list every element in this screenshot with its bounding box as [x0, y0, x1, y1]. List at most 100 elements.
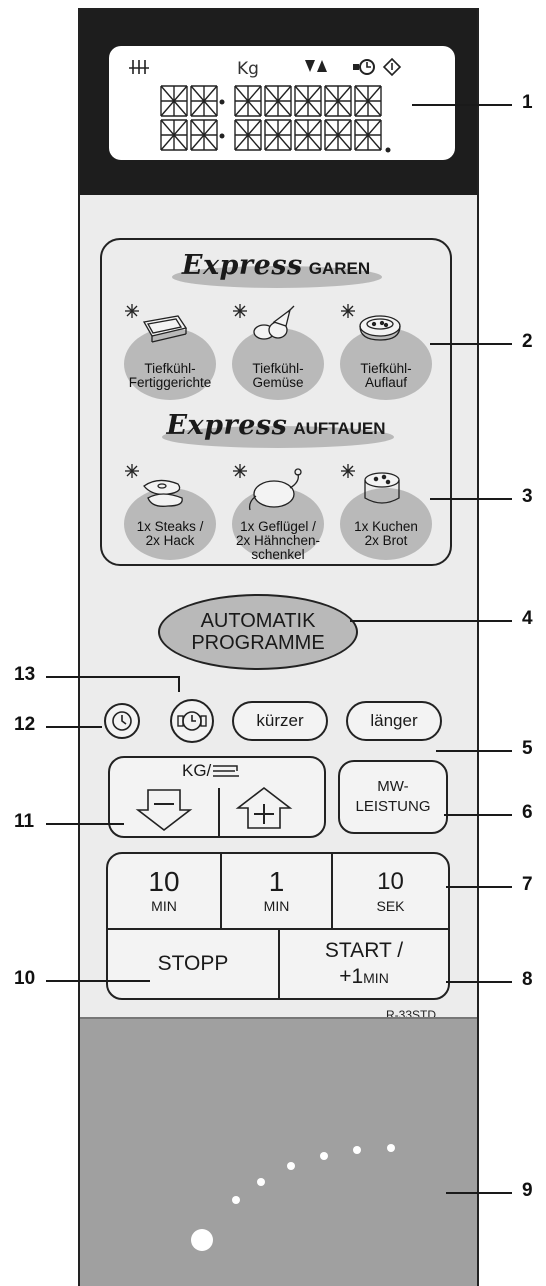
lcd-digit [190, 85, 218, 117]
dial-dot [191, 1229, 213, 1251]
callout-8: 8 [522, 969, 533, 990]
lcd-colon-dot [219, 133, 225, 139]
callout-12: 12 [14, 714, 36, 735]
callout-line-11 [46, 823, 124, 825]
lcd-colon-dot [219, 99, 225, 105]
dial-dot [320, 1152, 328, 1160]
callout-line-13 [46, 676, 178, 678]
callout-line-7 [446, 886, 512, 888]
callout-line-9 [446, 1192, 512, 1194]
kuerzer-button[interactable]: kürzer [232, 701, 328, 741]
dial-dot [353, 1146, 361, 1154]
lcd-digit [354, 85, 382, 117]
start-button[interactable]: START / +1MIN [324, 938, 404, 988]
stopp-button[interactable]: STOPP [157, 952, 229, 975]
callout-line-2 [430, 343, 512, 345]
callout-11: 11 [14, 811, 35, 832]
lcd-digit [294, 85, 322, 117]
mw-leistung-button[interactable]: MW- LEISTUNG [338, 760, 448, 834]
tiefkuehl-fertiggerichte-label: Tiefkühl- Fertiggerichte [128, 361, 212, 390]
segment-digits [160, 85, 391, 153]
auftauen-title-underlay [162, 426, 394, 448]
tiefkuehl-gemuese-button[interactable] [232, 328, 324, 400]
clock-button[interactable] [104, 703, 140, 739]
weight-up-button[interactable] [234, 784, 294, 832]
ten-sek-button[interactable]: 10 SEK [376, 868, 405, 914]
dial-dot [232, 1196, 240, 1204]
callout-3: 3 [522, 486, 533, 507]
callout-6: 6 [522, 802, 533, 823]
callout-line-5 [436, 750, 512, 752]
lock-icon [382, 57, 402, 77]
lcd-digit [234, 119, 262, 151]
dial-dot [387, 1144, 395, 1152]
lcd-display: Kg [109, 46, 455, 160]
weight-arrows-icon [305, 60, 327, 72]
tiefkuehl-fertiggerichte-button[interactable] [124, 328, 216, 400]
tiefkuehl-gemuese-label: Tiefkühl- Gemüse [252, 361, 304, 390]
lcd-digit [264, 85, 292, 117]
callout-line-13-drop [178, 676, 180, 692]
frozen-ready-meal-icon [125, 304, 188, 343]
tiefkuehl-auflauf-label: Tiefkühl- Auflauf [360, 361, 412, 390]
callout-13: 13 [14, 664, 36, 685]
lcd-digit [324, 85, 352, 117]
dial-dot [287, 1162, 295, 1170]
dial-area[interactable] [80, 1017, 477, 1286]
lcd-digit [354, 119, 382, 151]
callout-9: 9 [522, 1180, 533, 1201]
lcd-decimal-dot [385, 147, 391, 153]
keypad-divider [278, 928, 280, 998]
portion-icon [213, 765, 240, 777]
kuchen-brot-label: 1x Kuchen 2x Brot [354, 519, 418, 548]
one-min-button[interactable]: 1 MIN [263, 866, 290, 915]
callout-2: 2 [522, 331, 533, 352]
cake-icon [341, 464, 400, 504]
callout-line-6 [444, 814, 512, 816]
timer-button[interactable] [170, 699, 214, 743]
frozen-vegetables-icon [233, 304, 295, 340]
automatik-programme-button[interactable]: AUTOMATIK PROGRAMME [158, 594, 358, 670]
callout-line-8 [446, 981, 512, 983]
keypad-divider [331, 854, 333, 928]
steaks-hack-label: 1x Steaks / 2x Hack [136, 519, 204, 548]
display-area: Kg [80, 10, 477, 195]
kuchen-brot-button[interactable] [340, 488, 432, 560]
chicken-icon [233, 464, 302, 511]
frozen-casserole-icon [341, 304, 401, 341]
lcd-digit [294, 119, 322, 151]
kg-indicator: Kg [237, 59, 259, 79]
kg-divider [218, 788, 220, 838]
time-keypad: 10 MIN 1 MIN 10 SEK STOPP START / +1MIN [106, 852, 450, 1000]
lcd-digit [234, 85, 262, 117]
kg-label: KG/ [182, 761, 241, 781]
steam-icon [129, 60, 149, 74]
lcd-digit [264, 119, 292, 151]
clock-icon [112, 711, 132, 731]
lcd-digit [190, 119, 218, 151]
garen-title-underlay [172, 266, 382, 288]
callout-4: 4 [522, 608, 533, 629]
callout-line-4 [350, 620, 512, 622]
callout-line-10 [46, 980, 150, 982]
weight-down-button[interactable] [134, 786, 194, 832]
weight-keypad: KG/ [108, 756, 326, 838]
lcd-segments: Kg [129, 57, 402, 153]
timer-icon [177, 711, 207, 731]
callout-1: 1 [522, 92, 533, 113]
keypad-divider [220, 854, 222, 928]
callout-line-3 [430, 498, 512, 500]
gefluegel-label: 1x Geflügel / 2x Hähnchen- schenkel [235, 519, 321, 562]
clock-icon [353, 59, 375, 75]
lcd-digit [324, 119, 352, 151]
laenger-button[interactable]: länger [346, 701, 442, 741]
dial-dot [257, 1178, 265, 1186]
ten-min-button[interactable]: 10 MIN [148, 866, 180, 915]
lcd-digit [160, 85, 188, 117]
callout-5: 5 [522, 738, 533, 759]
callout-10: 10 [14, 968, 36, 989]
